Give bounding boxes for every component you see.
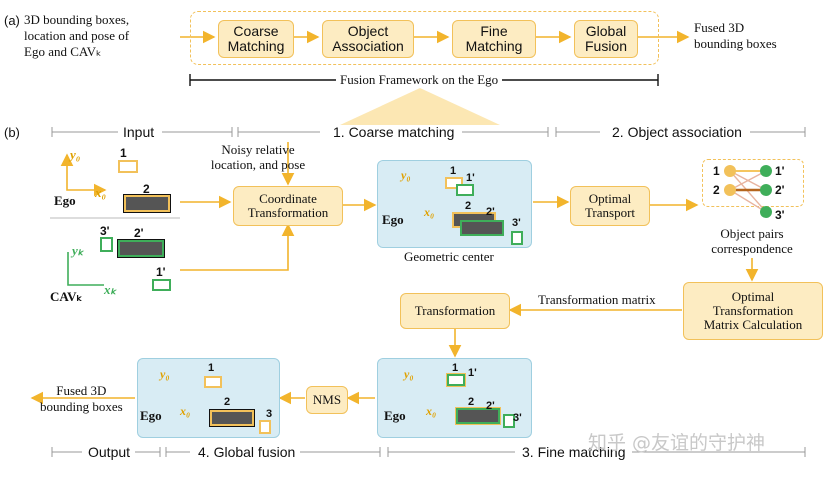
noisy-line-2: location, and pose [210,157,306,172]
panel1-id-3p: 3' [512,217,521,229]
cav-car-1p-icon [152,279,171,291]
assoc-id-3p: 3' [775,208,785,222]
stage-global-fusion: Global Fusion [574,20,638,58]
panel3-car-1-icon [446,373,466,387]
panel3-id-2p: 2' [486,400,495,412]
fused-output-line-1: Fused 3D [56,383,107,398]
id-2: 2 [143,182,150,196]
output-line-2: bounding boxes [694,36,777,51]
id-3p: 3' [100,224,110,238]
panel1-car-1p-icon [456,184,474,196]
transformation-box: Transformation [400,293,510,329]
input-line-1: 3D bounding boxes, [24,12,130,27]
part-a-label: (a) [4,13,20,28]
transformation-matrix-label: Transformation matrix [538,292,656,307]
coordinate-transformation-box: Coordinate Transformation [233,186,343,226]
cav-car-2p-icon [117,239,165,258]
panel1-id-1p: 1' [466,172,475,184]
panel4-car-3-icon [259,420,271,434]
noisy-pose-text: Noisy relative location, and pose [211,142,305,172]
cav-car-3p-icon [100,237,113,252]
stage-fine-matching: Fine Matching [452,20,536,58]
section-global-fusion: 4. Global fusion [198,444,296,460]
id-1p: 1' [156,265,166,279]
panel1-car-2p-icon [460,220,504,236]
assoc-id-2p: 2' [775,183,785,197]
panel1-y-label: y₀ [401,168,411,182]
ego-label: Ego [54,193,76,208]
cav-axis-y-label: yₖ [72,243,84,258]
panel4-car-1-icon [204,376,222,388]
section-object-association: 2. Object association [612,124,742,140]
assoc-id-1: 1 [713,164,720,178]
id-1: 1 [120,146,127,160]
panel1-car-3p-icon [511,231,523,245]
panel1-id-2p: 2' [486,206,495,218]
panel4-car-2-icon [209,409,255,427]
global-fusion-panel [137,358,280,438]
panel3-x-label: x₀ [426,404,437,418]
section-output: Output [88,444,131,460]
panel4-x-label: x₀ [180,404,191,418]
id-2p: 2' [134,226,144,240]
panel1-ego-label: Ego [382,212,404,227]
input-line-3: Ego and CAVₖ [24,44,102,59]
panel3-y-label: y₀ [404,367,414,381]
assoc-id-2: 2 [713,183,720,197]
coarse-matching-panel [377,160,532,248]
object-pairs-label: Object pairs correspondence [711,226,793,256]
output-line-1: Fused 3D [694,20,745,35]
ego-axis-x-label: x₀ [95,185,107,200]
panel1-x-label: x₀ [424,205,435,219]
panel3-id-1: 1 [452,362,459,374]
ego-car-2-icon [123,194,171,213]
watermark: 知乎 @友谊的守护神 [588,432,766,454]
panel3-car-2-icon [455,407,501,425]
ego-car-1-icon [118,160,138,173]
panel4-id-1: 1 [208,362,215,374]
fused-output-label: Fused 3D bounding boxes [40,383,123,415]
panel3-id-3p: 3' [513,412,522,424]
panel1-id-2: 2 [465,200,472,212]
panel4-y-label: y₀ [160,367,170,381]
section-fine-matching: 3. Fine matching [522,444,626,460]
association-dashed-box [702,159,804,207]
panel1-id-1: 1 [450,165,457,177]
panel3-car-3p-icon [503,414,515,428]
nms-box: NMS [306,386,348,414]
framework-dashed-box [190,11,659,65]
optimal-transport-box: Optimal Transport [570,186,650,226]
panel3-id-2: 2 [468,396,475,408]
fused-output-line-2: bounding boxes [40,399,123,414]
panel4-id-3: 3 [266,408,273,420]
framework-label: Fusion Framework on the Ego [336,72,503,88]
input-line-2: location and pose of [24,28,130,43]
panel3-id-1p: 1' [468,367,477,379]
cav-axis-x-label: xₖ [104,282,117,297]
geometric-center-label: Geometric center [404,249,494,264]
panel4-id-2: 2 [224,396,231,408]
object-pairs-line-2: correspondence [711,241,793,256]
assoc-id-1p: 1' [775,164,785,178]
stage-coarse-matching: Coarse Matching [218,20,294,58]
section-input: Input [123,124,155,140]
ego-axis-y-label: y₀ [70,147,81,162]
panel4-ego-label: Ego [140,408,162,423]
optimal-matrix-calc-box: Optimal Transformation Matrix Calculatio… [683,282,823,340]
input-description: 3D bounding boxes, location and pose of … [24,12,129,60]
noisy-line-1: Noisy relative [221,142,295,157]
section-coarse-matching: 1. Coarse matching [333,124,455,140]
cav-label: CAVₖ [50,289,83,304]
stage-object-association: Object Association [322,20,414,58]
object-pairs-line-1: Object pairs [720,226,784,241]
panel3-ego-label: Ego [384,408,406,423]
part-b-label: (b) [4,125,20,140]
part-a-output: Fused 3D bounding boxes [694,20,777,52]
